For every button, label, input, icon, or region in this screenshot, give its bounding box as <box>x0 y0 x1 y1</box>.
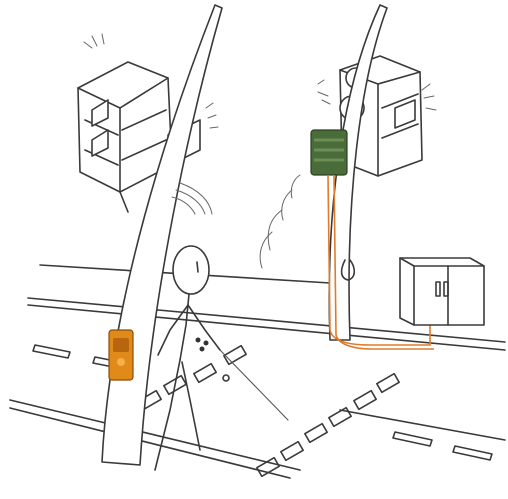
pedestrian-icon <box>155 246 220 470</box>
control-cabinet-icon <box>400 258 484 325</box>
white-cane-icon <box>220 350 288 420</box>
tactile-unit-icon <box>311 130 347 175</box>
crosswalk-stripes <box>139 346 399 477</box>
push-button-icon <box>109 330 133 380</box>
